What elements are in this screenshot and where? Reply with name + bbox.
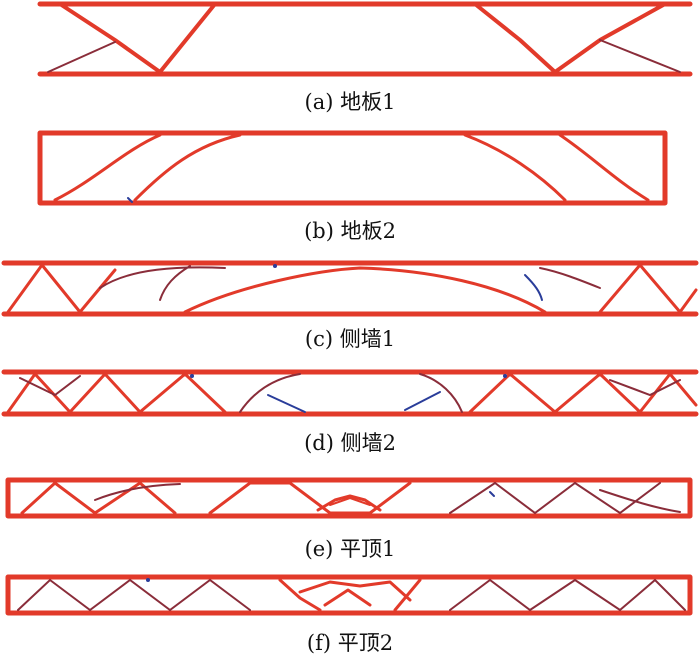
panel-c-artifact bbox=[273, 264, 277, 268]
panel-c-member bbox=[183, 266, 547, 314]
panel-b-member bbox=[133, 133, 242, 202]
panel-f-member bbox=[323, 588, 372, 607]
panel-b-member bbox=[53, 133, 162, 202]
panel-d-member bbox=[468, 372, 698, 414]
panel-a-member bbox=[599, 39, 681, 73]
panel-e-member bbox=[329, 497, 371, 506]
panel-f-member bbox=[298, 580, 412, 602]
panel-d-sidewall2 bbox=[1, 369, 699, 417]
panel-d-member bbox=[419, 373, 463, 413]
panel-d-artifact bbox=[404, 391, 441, 411]
panel-a-member bbox=[473, 2, 557, 74]
panel-c-sidewall1 bbox=[1, 260, 699, 317]
panel-a-floor1 bbox=[37, 1, 693, 77]
panel-f-roof2 bbox=[5, 574, 693, 616]
panel-f-member bbox=[17, 578, 251, 612]
caption-f: (f) 平顶2 bbox=[306, 631, 394, 655]
panel-e-member bbox=[599, 489, 681, 513]
panel-d-member bbox=[6, 372, 227, 414]
panel-a-member bbox=[47, 41, 116, 73]
panel-d-member bbox=[609, 379, 681, 397]
caption-b: (b) 地板2 bbox=[304, 219, 396, 243]
panel-d-member bbox=[239, 373, 301, 413]
panel-c-member bbox=[598, 263, 698, 314]
panel-f-member bbox=[393, 578, 422, 612]
panel-e-artifact bbox=[489, 491, 495, 497]
panel-e-member bbox=[94, 483, 181, 501]
panel-e-frame bbox=[5, 477, 693, 519]
caption-d: (d) 侧墙2 bbox=[304, 431, 396, 455]
panel-c-member bbox=[159, 265, 191, 301]
panel-c-member bbox=[539, 267, 601, 289]
panel-b-artifact bbox=[127, 197, 133, 203]
panel-b-member bbox=[558, 133, 650, 202]
panel-a-member bbox=[58, 2, 162, 74]
caption-a: (a) 地板1 bbox=[304, 90, 396, 114]
panel-f-member bbox=[278, 578, 322, 612]
panel-d-member bbox=[19, 375, 81, 397]
panel-b-floor2 bbox=[37, 130, 668, 206]
panel-d-artifact bbox=[267, 394, 306, 413]
panel-c-member bbox=[6, 263, 117, 314]
panel-c-artifact bbox=[524, 274, 543, 301]
panel-f-frame bbox=[5, 574, 693, 616]
panel-a-member bbox=[553, 2, 667, 74]
caption-e: (e) 平顶1 bbox=[304, 537, 396, 561]
panel-f-artifact bbox=[146, 578, 150, 582]
panel-c-member bbox=[99, 266, 226, 289]
panel-e-roof1 bbox=[5, 477, 693, 519]
panel-e-member bbox=[316, 494, 382, 512]
panel-e-member bbox=[449, 481, 661, 515]
panel-b-member bbox=[463, 133, 567, 202]
panel-e-member bbox=[20, 481, 177, 515]
panel-d-artifact bbox=[190, 374, 194, 378]
panel-d-artifact bbox=[503, 374, 507, 378]
panel-a-member bbox=[158, 2, 217, 74]
caption-c: (c) 侧墙1 bbox=[304, 327, 396, 351]
panel-f-member bbox=[449, 578, 686, 612]
panel-b-frame bbox=[37, 130, 668, 206]
